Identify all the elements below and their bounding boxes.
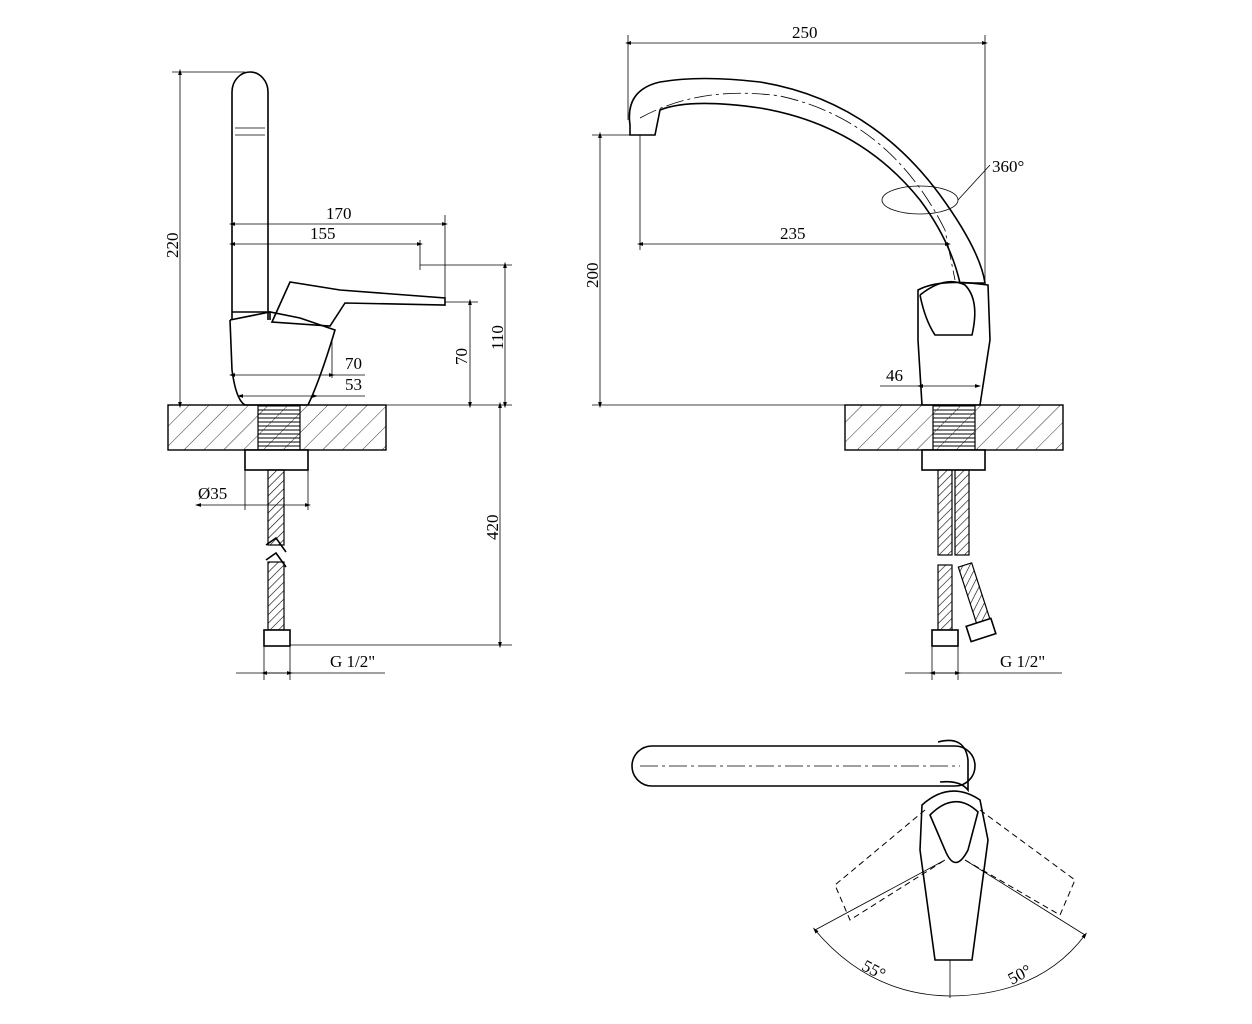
dim-70-vertical: 70 xyxy=(452,348,471,365)
spout-top xyxy=(631,745,976,787)
hose-front-1-lower xyxy=(937,564,953,631)
front-view: 360° 250 235 200 46 G 1/2" xyxy=(583,23,1064,680)
hose-nut xyxy=(263,629,291,647)
lever-rotated-left xyxy=(834,809,946,921)
hose-nut-front-2 xyxy=(965,617,997,643)
hose-lower xyxy=(267,561,285,631)
dim-170: 170 xyxy=(326,204,352,223)
dim-235: 235 xyxy=(780,224,806,243)
dim-155: 155 xyxy=(310,224,336,243)
dim-angle-50: 50° xyxy=(1005,961,1035,989)
dim-250: 250 xyxy=(792,23,818,42)
side-view: 220 170 155 110 70 70 53 Ø35 420 G 1/2" xyxy=(163,68,512,680)
dim-thread-front: G 1/2" xyxy=(1000,652,1045,671)
faucet-body-front xyxy=(917,281,991,406)
dim-53: 53 xyxy=(345,375,362,394)
lever-handle xyxy=(270,281,446,327)
hose-upper xyxy=(267,469,285,546)
dim-200: 200 xyxy=(583,263,602,289)
dim-thread-left: G 1/2" xyxy=(330,652,375,671)
dim-angle-55: 55° xyxy=(859,956,889,984)
threaded-shank-front xyxy=(932,404,976,451)
threaded-shank xyxy=(257,404,301,451)
mounting-nut-front xyxy=(921,449,986,471)
spout-arc xyxy=(628,77,986,284)
lever-top-center xyxy=(919,790,989,961)
dim-70-horizontal: 70 xyxy=(345,354,362,373)
hose-front-2-upper xyxy=(954,469,970,556)
dim-220: 220 xyxy=(163,233,182,259)
spout-tube xyxy=(231,71,269,320)
dim-46: 46 xyxy=(886,366,903,385)
mounting-nut xyxy=(244,449,309,471)
hose-nut-front-1 xyxy=(931,629,959,647)
dim-diameter-35: Ø35 xyxy=(198,484,227,503)
dim-360: 360° xyxy=(992,157,1024,176)
top-view: 55° 50° xyxy=(631,739,1087,998)
dim-420: 420 xyxy=(483,515,502,541)
dim-110: 110 xyxy=(488,325,507,350)
hose-front-1-upper xyxy=(937,469,953,556)
lever-rotated-right xyxy=(964,809,1076,916)
